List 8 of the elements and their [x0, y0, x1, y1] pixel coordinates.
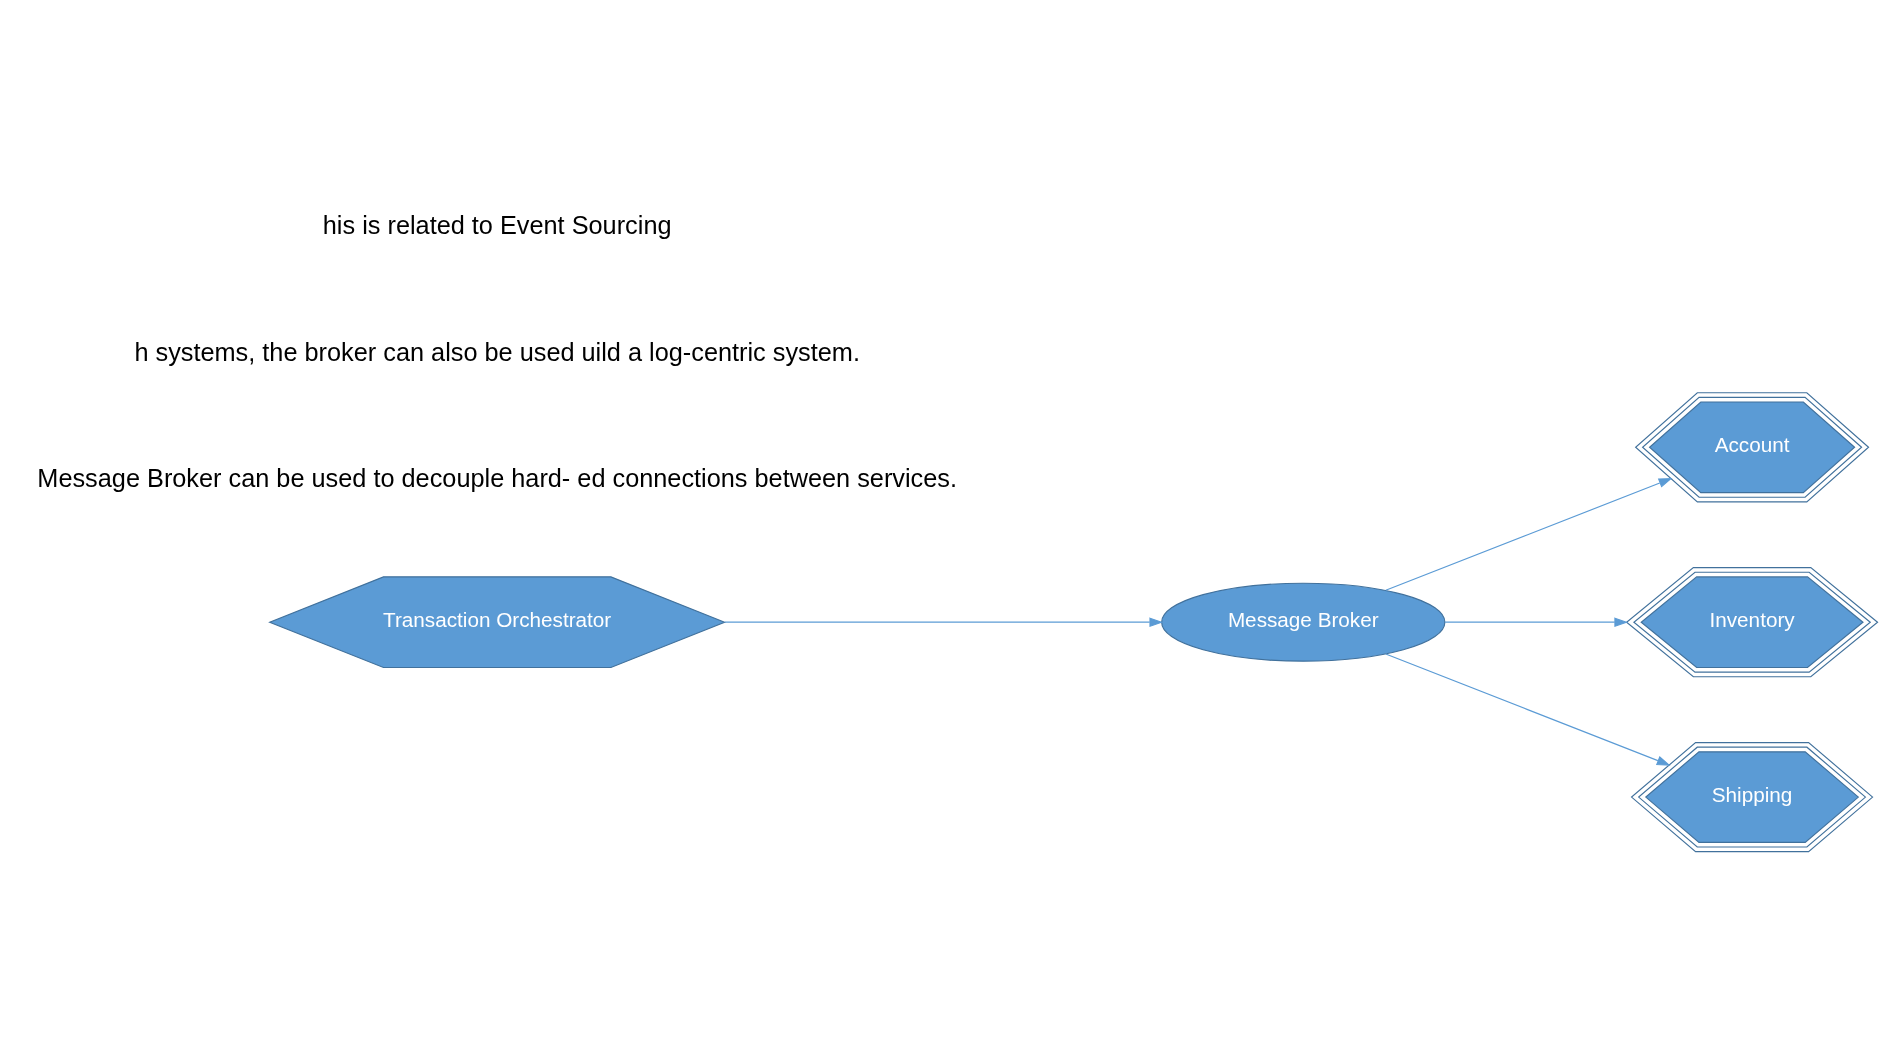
label: Message Broker can be used to decouple hard- ed connections between services.: [36, 463, 957, 492]
arrow: [723, 616, 1163, 627]
node-ellipse: Message Broker: [1160, 582, 1445, 662]
arrow: [1444, 616, 1628, 627]
arrow: [1384, 653, 1671, 766]
label: his is related to Event Sourcing: [322, 210, 672, 239]
label: h systems, the broker can also be used uild a log-centric system.: [133, 337, 860, 366]
arrow: [1384, 477, 1672, 591]
